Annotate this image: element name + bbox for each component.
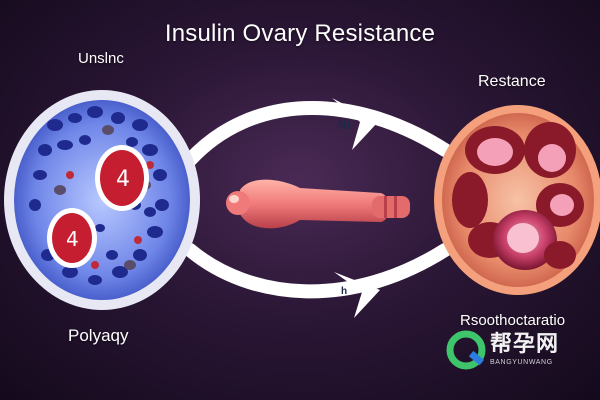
watermark: 帮孕网 BANGYUNWANG <box>446 332 559 368</box>
logo-icon <box>446 330 486 370</box>
label-bottom-left: Polyaqy <box>68 326 129 345</box>
tube-illustration <box>226 179 410 229</box>
upper-curve-arrow <box>183 101 452 167</box>
page-title: Insulin Ovary Resistance <box>164 20 436 47</box>
arrow-icon <box>334 272 380 318</box>
ovary-illustration <box>434 105 600 295</box>
watermark-text: 帮孕网 BANGYUNWANG <box>490 332 560 367</box>
label-top-right: Restance <box>478 73 546 90</box>
arrow-label-bottom: h <box>341 286 348 297</box>
arrow-label-top: Nt <box>338 118 351 132</box>
svg-text:4: 4 <box>66 227 79 251</box>
label-bottom-right: Rsoothoctaratio <box>460 312 566 329</box>
arrow-icon <box>332 98 378 150</box>
svg-text:4: 4 <box>116 167 130 192</box>
watermark-latin: BANGYUNWANG <box>490 359 553 366</box>
watermark-chinese: 帮孕网 <box>490 332 560 357</box>
lower-curve-arrow <box>183 243 452 299</box>
insulin-cell-illustration: 4 4 <box>4 90 200 310</box>
watermark-logo-spacer <box>446 332 484 368</box>
label-top-left: Unslnc <box>78 50 124 67</box>
